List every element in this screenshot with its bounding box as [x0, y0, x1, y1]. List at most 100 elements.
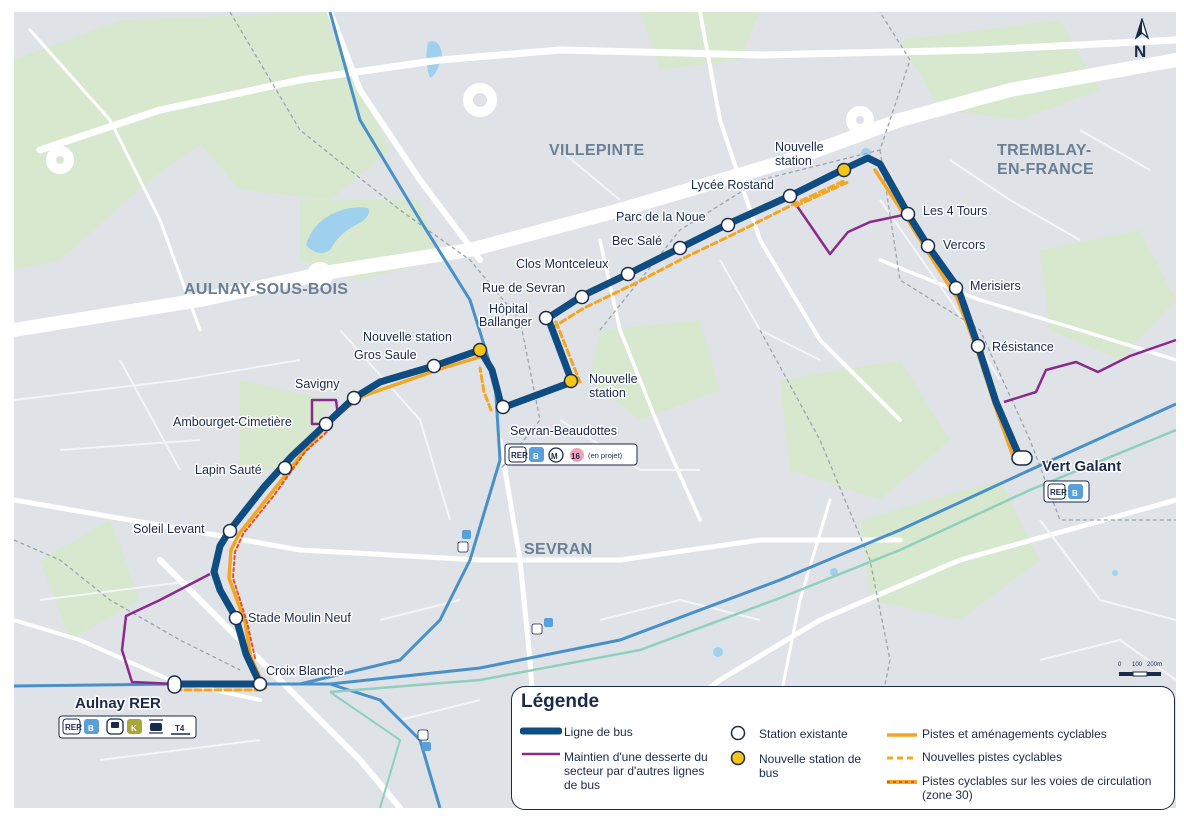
station-savigny[interactable] — [346, 390, 362, 406]
line-b-badge — [84, 719, 99, 734]
station-soleil-levant[interactable] — [222, 523, 238, 539]
label-croix-blanche: Croix Blanche — [266, 664, 344, 678]
rer-badge-text: RER — [65, 723, 82, 732]
tram-t4-line — [329, 428, 1176, 694]
train-icon-window — [111, 722, 119, 728]
scale-bar-graphic — [1119, 671, 1161, 677]
legend-nouvelle-station-swatch — [730, 750, 746, 766]
city-label-villepinte: VILLEPINTE — [549, 142, 644, 159]
rer-b-south — [329, 682, 442, 808]
station-resistance[interactable] — [970, 338, 986, 354]
label-clos-montceleux: Clos Montceleux — [516, 257, 609, 271]
city-label-tremblay: TREMBLAY-EN-FRANCE — [997, 142, 1094, 178]
station-hopital-ballanger[interactable] — [538, 310, 554, 326]
legend-desserte-swatch — [522, 752, 560, 756]
tram-k-badge-text: K — [131, 724, 137, 733]
scale-label-200: 200m — [1147, 662, 1163, 668]
badges-sevran-beaudottes: RER B M 16 (en projet) — [504, 443, 638, 466]
city-label-sevran: SEVRAN — [524, 541, 592, 558]
station-gros-saule[interactable] — [426, 358, 442, 374]
desserte-tremblay — [1003, 338, 1177, 404]
station-clos-montceleux[interactable] — [620, 266, 636, 282]
legend-title: Légende — [521, 691, 600, 712]
station-croix-blanche[interactable] — [252, 676, 268, 692]
tram-k-badge — [127, 719, 142, 734]
station-vert-galant[interactable] — [1011, 450, 1033, 466]
label-resistance: Résistance — [992, 340, 1054, 354]
legend-nouvelle-station-label: Nouvelle station de bus — [759, 752, 862, 780]
rer-badge-text: RER — [511, 451, 528, 460]
line-b-badge-text: B — [533, 452, 539, 461]
basemap — [14, 12, 1176, 808]
legend-nouvelles-pistes-swatch — [887, 756, 917, 760]
station-lapin-saute[interactable] — [277, 460, 293, 476]
station-nouvelle-station-nord[interactable] — [836, 162, 852, 178]
cycle-new-ballanger — [554, 320, 582, 384]
tram-icon — [149, 719, 163, 734]
label-gros-saule: Gros Saule — [354, 348, 417, 362]
label-ambourget-cimetiere: Ambourget-Cimetière — [173, 415, 292, 429]
station-bec-sale[interactable] — [672, 240, 688, 256]
rer-marker-sevran — [457, 530, 471, 553]
roundabouts — [46, 83, 874, 288]
station-stade-moulin-neuf[interactable] — [228, 610, 244, 626]
station-vercors[interactable] — [920, 238, 936, 254]
station-les-4-tours[interactable] — [900, 206, 916, 222]
rer-marker-south — [531, 618, 553, 635]
station-markers — [167, 162, 1033, 694]
cycle-new-nord — [794, 180, 850, 208]
desserte-villepinte — [788, 195, 909, 256]
label-lycee-rostand: Lycée Rostand — [691, 178, 774, 192]
cycle-new-sevran — [478, 366, 493, 412]
line-b-badge-text: B — [88, 724, 94, 733]
scale-label-0: 0 — [1118, 662, 1122, 668]
rer-b-branch — [299, 12, 502, 686]
cycle-new-villepinte — [550, 178, 848, 330]
station-rue-de-sevran[interactable] — [574, 289, 590, 305]
rer-badge — [508, 446, 527, 463]
station-merisiers[interactable] — [948, 280, 964, 296]
rer-badge — [62, 718, 81, 735]
badges-vert-galant: RER B — [1043, 480, 1090, 503]
label-les-4-tours: Les 4 Tours — [923, 204, 987, 218]
station-nouvelle-station-ballanger[interactable] — [563, 373, 579, 389]
station-parc-de-la-noue[interactable] — [720, 217, 736, 233]
station-aulnay-rer[interactable] — [167, 675, 182, 694]
label-nouvelle-station-gros-saule: Nouvelle station — [363, 330, 452, 344]
label-sevran-beaudottes: Sevran-Beaudottes — [510, 424, 617, 438]
rer-badge-text: RER — [1050, 488, 1067, 497]
label-vert-galant: Vert Galant — [1042, 458, 1121, 475]
minor-roads — [14, 129, 1176, 761]
north-arrow: N — [1132, 16, 1152, 64]
label-vercors: Vercors — [943, 238, 985, 252]
station-nouvelle-station-gros-saule[interactable] — [472, 342, 488, 358]
legend-zone30-label: Pistes cyclables sur les voies de circul… — [922, 774, 1152, 802]
tram-branch — [329, 691, 402, 808]
line-b-badge — [529, 447, 544, 462]
line-b-badge — [1068, 484, 1083, 499]
label-parc-de-la-noue: Parc de la Noue — [616, 210, 706, 224]
legend-pistes-swatch — [887, 733, 917, 737]
station-lycee-rostand[interactable] — [782, 188, 798, 204]
label-savigny: Savigny — [295, 377, 340, 391]
tram-t4-badge-text: T4 — [175, 724, 185, 733]
rer-badge — [1047, 483, 1066, 500]
scale-bar: 0 100 200m — [1118, 662, 1162, 680]
line-b-badge-text: B — [1072, 489, 1078, 498]
station-sevran-beaudottes[interactable] — [495, 399, 511, 415]
legend-panel: Légende Ligne de bus Maintien d'une dess… — [511, 686, 1175, 810]
label-rue-de-sevran: Rue de Sevran — [482, 281, 565, 295]
station-ambourget-cimetiere[interactable] — [318, 416, 334, 432]
north-arrow-icon — [1134, 16, 1150, 40]
desserte-aulnay — [120, 572, 211, 686]
line-16-badge-text: 16 — [571, 452, 580, 461]
legend-desserte-label: Maintien d'une desserte du secteur par d… — [564, 750, 708, 792]
en-projet-note: (en projet) — [588, 451, 623, 460]
badges-aulnay-rer: RER B K T4 — [58, 715, 197, 739]
rail-markers — [417, 530, 553, 751]
water-bodies — [306, 41, 1118, 657]
label-aulnay-rer: Aulnay RER — [75, 695, 161, 712]
city-labels: AULNAY-SOUS-BOIS VILLEPINTE TREMBLAY-EN-… — [184, 142, 1094, 558]
